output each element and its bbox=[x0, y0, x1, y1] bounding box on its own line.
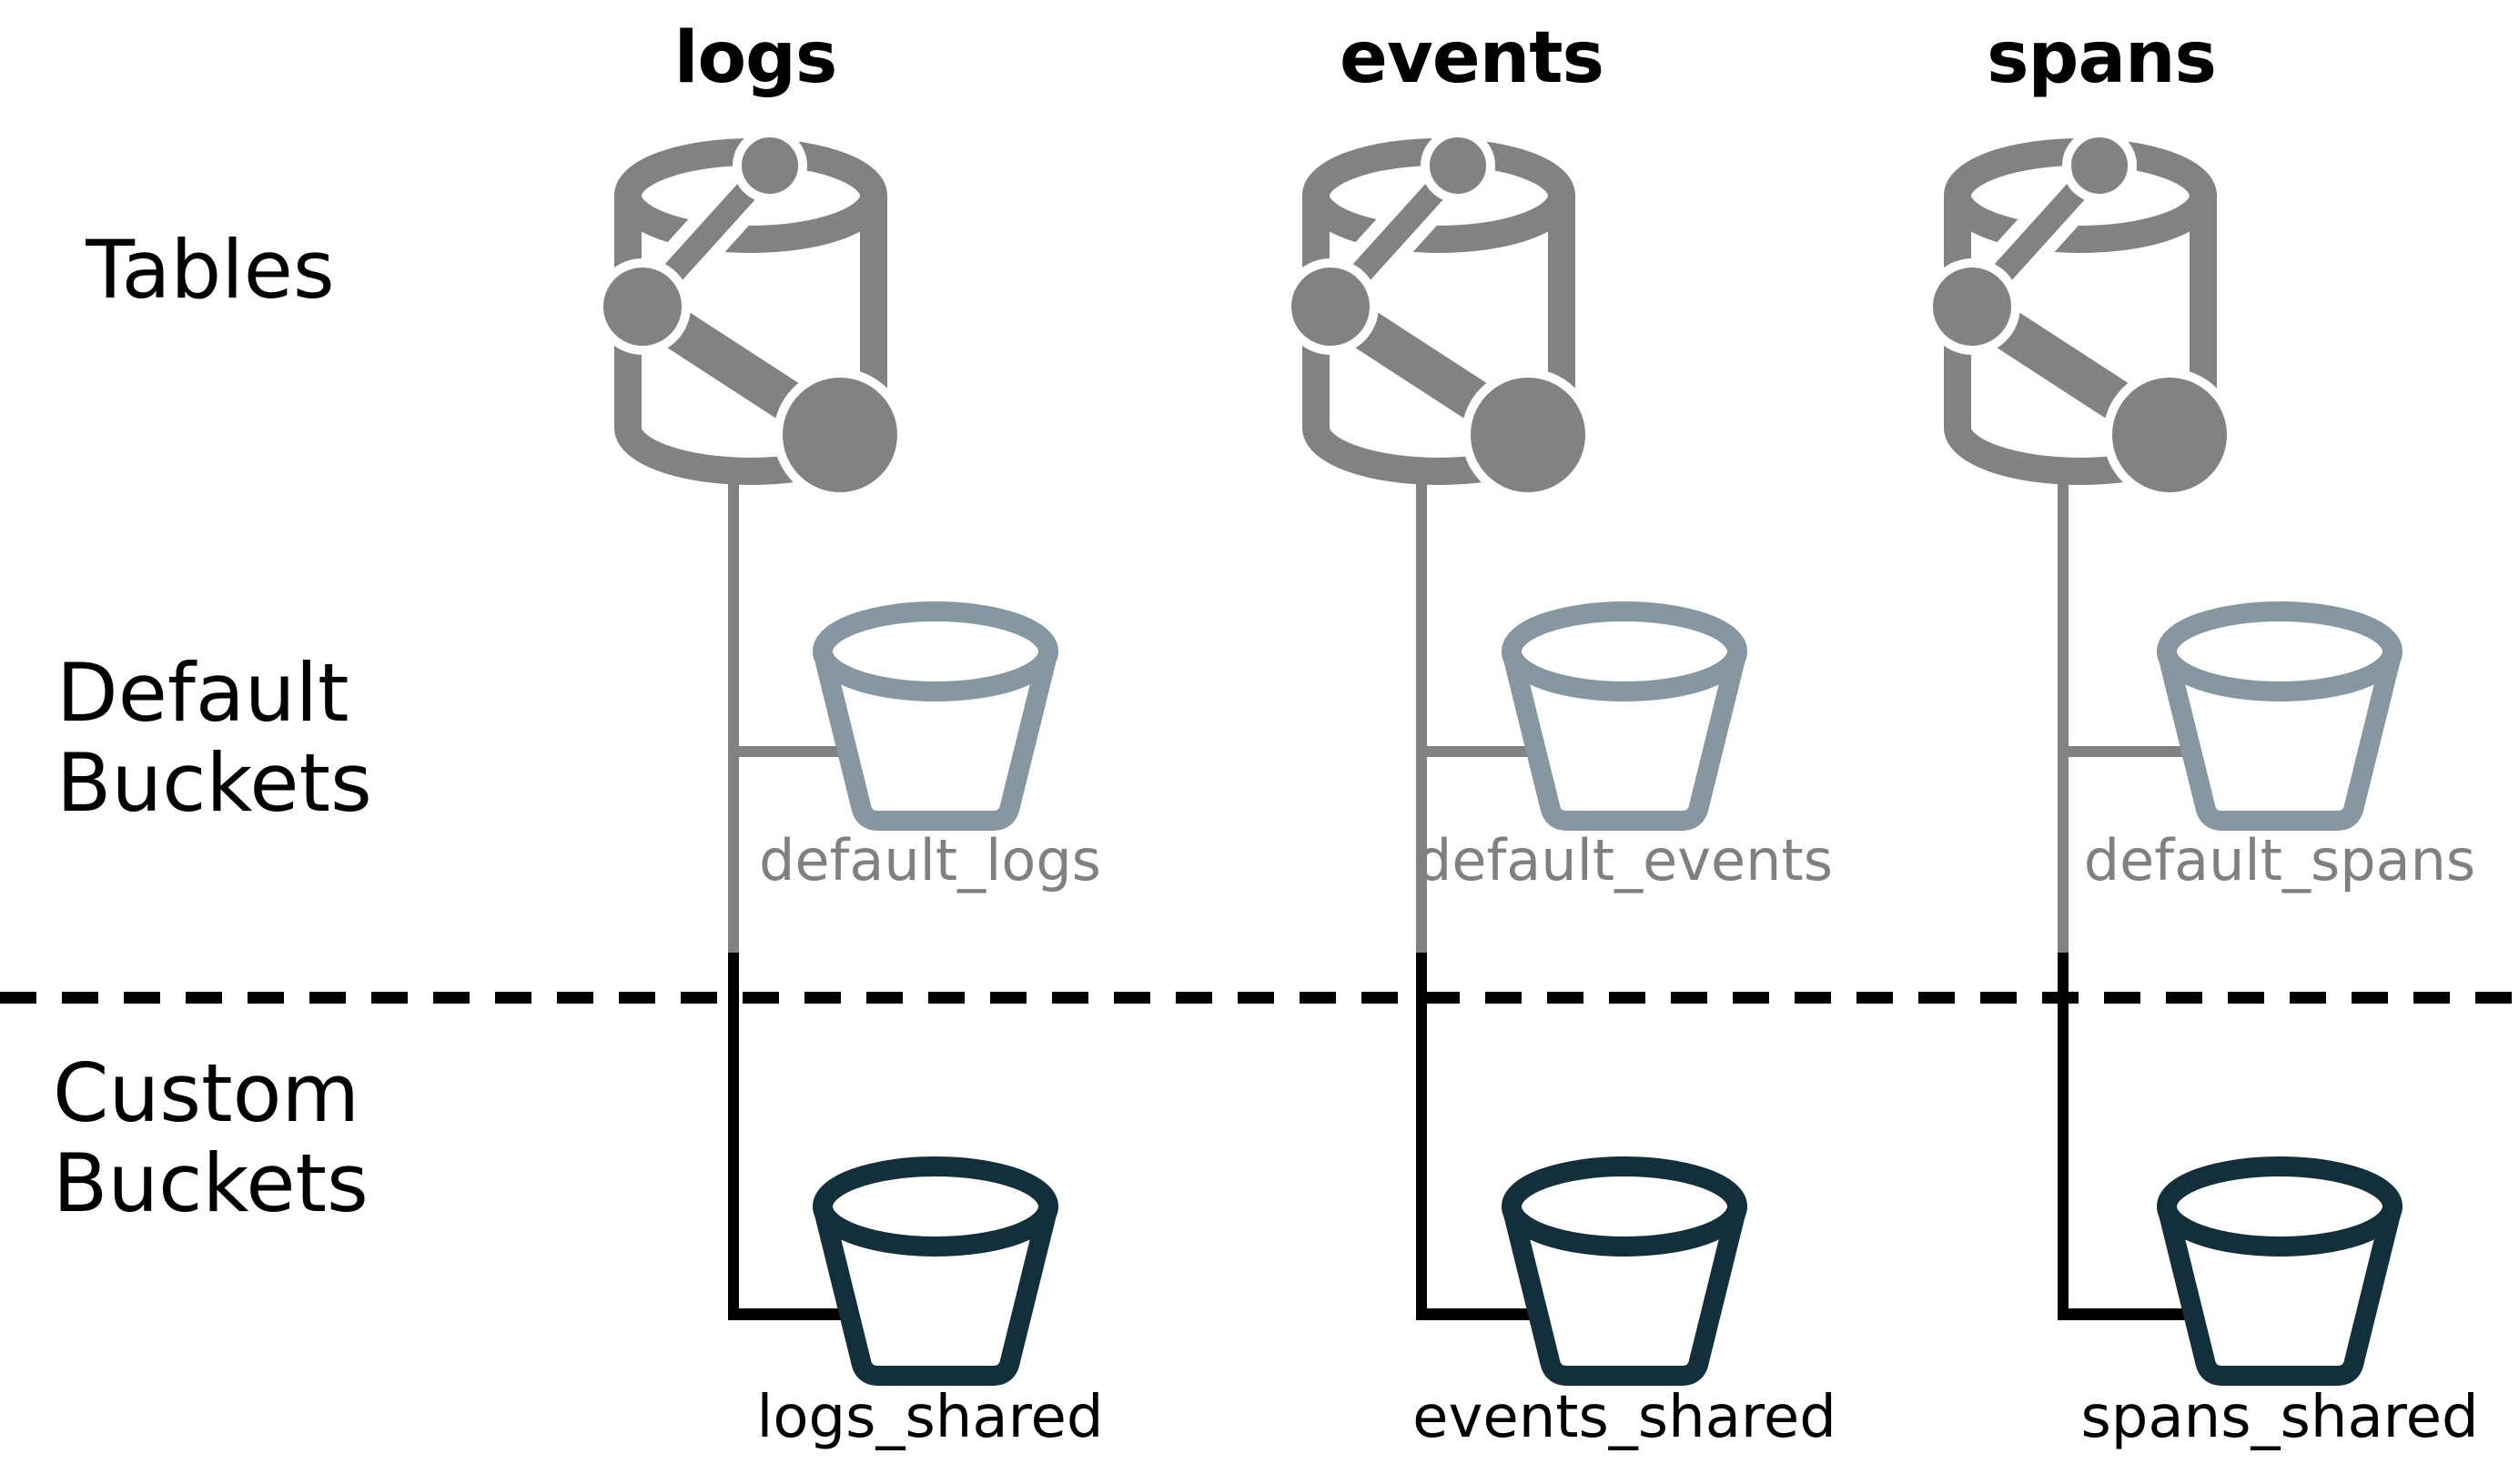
row-label-custom-buckets: Custom Buckets bbox=[53, 1046, 369, 1230]
events-custom-bucket-icon bbox=[1502, 1156, 1747, 1386]
row-label-default-buckets: Default Buckets bbox=[56, 646, 372, 830]
spans-custom-bucket-icon bbox=[2157, 1156, 2403, 1386]
events-table-icon bbox=[1280, 127, 1607, 519]
default-custom-divider-dashed-line bbox=[0, 992, 2519, 1004]
logs-table-to-default-line bbox=[728, 478, 739, 953]
logs-table-icon bbox=[592, 127, 919, 519]
events-table-to-default-line bbox=[1416, 478, 1427, 953]
logs-default-bucket-label: default_logs bbox=[759, 827, 1101, 893]
events-custom-branch-line bbox=[1416, 1308, 1540, 1320]
spans-custom-branch-line bbox=[2058, 1308, 2195, 1320]
spans-default-bucket-label: default_spans bbox=[2083, 827, 2476, 893]
spans-custom-bucket-label: spans_shared bbox=[2080, 1384, 2479, 1451]
logs-default-bucket-icon bbox=[813, 601, 1058, 831]
logs-custom-branch-line bbox=[728, 1308, 850, 1320]
column-header-events: events bbox=[1340, 17, 1604, 99]
column-header-spans: spans bbox=[1987, 17, 2217, 99]
logs-default-branch-line bbox=[728, 746, 848, 757]
events-custom-bucket-label: events_shared bbox=[1412, 1384, 1836, 1451]
events-default-bucket-label: default_events bbox=[1415, 827, 1834, 893]
spans-table-to-default-line bbox=[2058, 478, 2069, 953]
spans-to-custom-line bbox=[2058, 953, 2069, 1320]
spans-default-bucket-icon bbox=[2157, 601, 2403, 831]
events-default-bucket-icon bbox=[1502, 601, 1747, 831]
spans-table-icon bbox=[1921, 127, 2249, 519]
logs-custom-bucket-label: logs_shared bbox=[756, 1384, 1104, 1451]
column-header-logs: logs bbox=[673, 17, 838, 99]
events-default-branch-line bbox=[1416, 746, 1538, 757]
spans-default-branch-line bbox=[2058, 746, 2193, 757]
logs-to-custom-line bbox=[728, 953, 739, 1320]
logs-custom-bucket-icon bbox=[813, 1156, 1058, 1386]
row-label-tables: Tables bbox=[86, 223, 335, 317]
events-to-custom-line bbox=[1416, 953, 1427, 1320]
